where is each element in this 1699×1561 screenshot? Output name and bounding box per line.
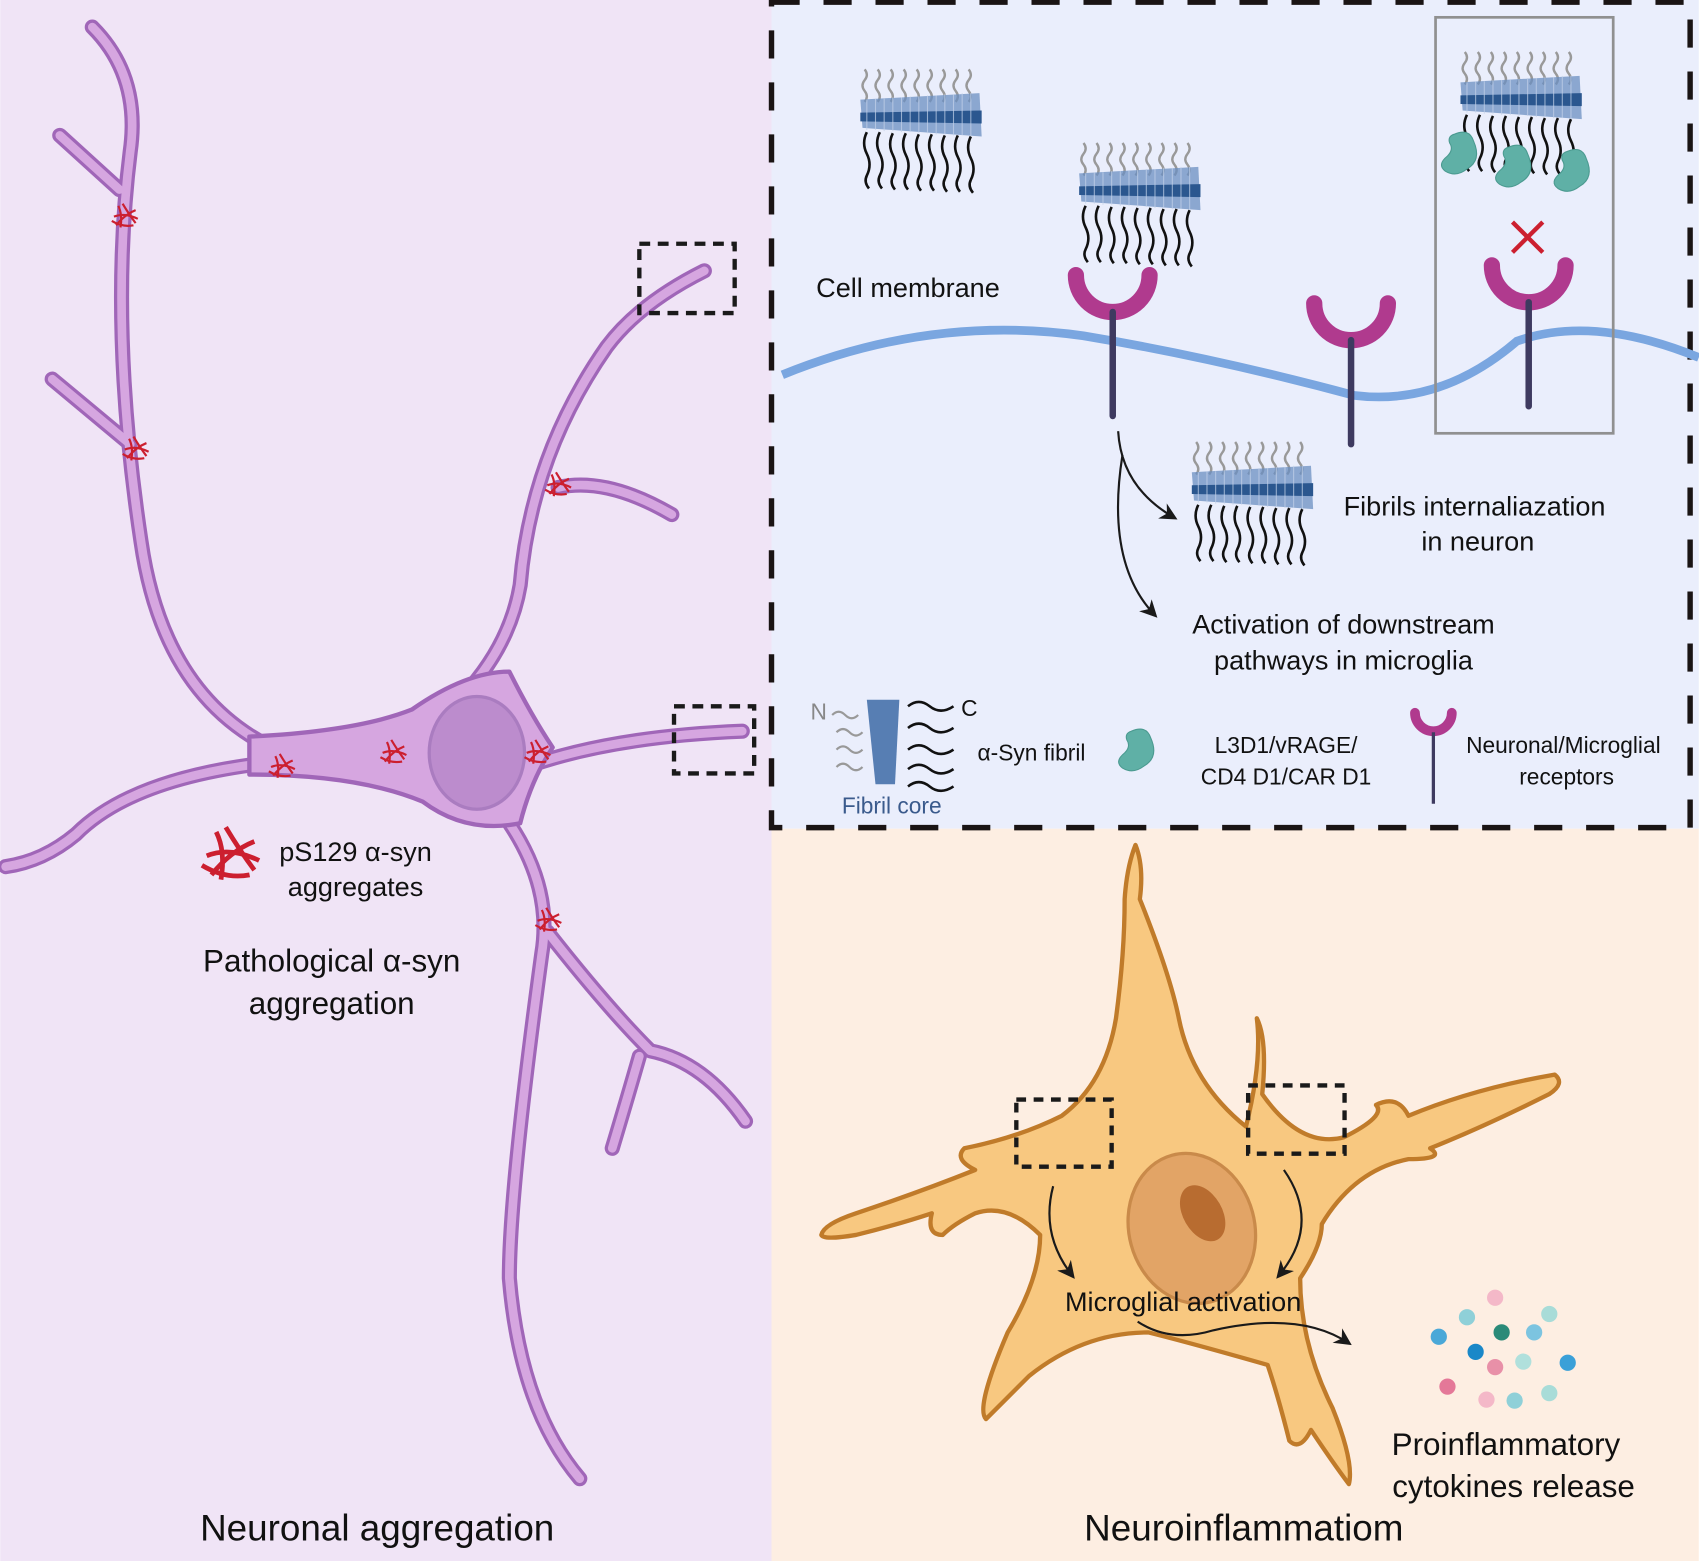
blocked-binding-box xyxy=(1434,15,1615,435)
cytokine-dot xyxy=(1467,1343,1484,1361)
fibril-legend-icon xyxy=(831,699,955,793)
aggregates-label-line2: aggregates xyxy=(288,871,423,902)
callout-box-microglia-right xyxy=(1245,1083,1347,1156)
arrow-activation xyxy=(1116,454,1158,618)
cytokine-dot xyxy=(1515,1353,1532,1370)
receptor-legend-icon xyxy=(1410,707,1457,804)
cytokine-dot xyxy=(1559,1354,1576,1371)
cytokine-dot xyxy=(1541,1305,1558,1323)
neuroinflammation-panel-title: Neuroinflammatiom xyxy=(1084,1507,1403,1548)
callout-box-dendrite-top xyxy=(637,241,737,316)
legend: N C Fibril core α-Syn fibril L3D1/vRAGE/… xyxy=(811,695,1661,818)
activation-label-line2: pathways in microglia xyxy=(1214,644,1474,675)
receptor-legend-line2: receptors xyxy=(1519,763,1614,789)
cytokine-dot xyxy=(1493,1324,1510,1341)
cytokines-label-line1: Proinflammatory xyxy=(1392,1427,1621,1462)
callout-box-microglia-left xyxy=(1014,1097,1114,1169)
arrow-right-to-activation xyxy=(1276,1169,1303,1279)
fibril-legend-label: α-Syn fibril xyxy=(978,739,1086,765)
cytokine-dot xyxy=(1506,1392,1523,1409)
cytokines xyxy=(1430,1289,1576,1409)
neuron-nucleus xyxy=(427,694,527,811)
x-mark-icon xyxy=(1510,220,1545,254)
neuron xyxy=(0,19,754,1487)
cytokine-dot xyxy=(1526,1324,1543,1341)
blocker-legend-line2: CD4 D1/CAR D1 xyxy=(1201,763,1372,789)
cytokine-dot xyxy=(1487,1289,1504,1306)
microglia-nucleolus xyxy=(1179,1185,1226,1242)
c-terminus-label: C xyxy=(961,695,977,721)
aggregates-label-line1: pS129 α-syn xyxy=(279,836,432,867)
cytokine-dot xyxy=(1541,1384,1558,1402)
pathology-label-line1: Pathological α-syn xyxy=(203,944,460,979)
cytokines-label-line2: cytokines release xyxy=(1392,1469,1635,1504)
cytokine-dot xyxy=(1430,1328,1447,1345)
blocker-legend-line1: L3D1/vRAGE/ xyxy=(1215,732,1358,758)
cell-membrane-label: Cell membrane xyxy=(816,272,1000,303)
cytokine-dot xyxy=(1439,1378,1456,1395)
arrow-left-to-activation xyxy=(1048,1185,1075,1279)
arrow-to-cytokines xyxy=(1137,1320,1352,1346)
receptor-legend-line1: Neuronal/Microglial xyxy=(1466,732,1661,758)
internalization-label-line1: Fibrils internaliazation xyxy=(1344,491,1606,522)
cytokine-dot xyxy=(1478,1391,1495,1408)
mechanism-dashed-frame xyxy=(768,0,1693,831)
fibril-core-label: Fibril core xyxy=(842,793,942,819)
internalization-label-line2: in neuron xyxy=(1421,525,1534,556)
cytokine-dot xyxy=(1458,1309,1476,1326)
activation-label-line1: Activation of downstream xyxy=(1192,609,1495,640)
n-terminus-label: N xyxy=(811,698,827,724)
pathology-label-line2: aggregation xyxy=(249,986,415,1021)
neuronal-panel-title: Neuronal aggregation xyxy=(200,1507,554,1548)
arrow-internalization xyxy=(1117,431,1178,520)
cell-membrane xyxy=(780,325,1699,402)
microglial-activation-label: Microglial activation xyxy=(1065,1286,1301,1317)
cytokine-dot xyxy=(1487,1358,1504,1376)
callout-box-dendrite-right xyxy=(671,704,757,776)
